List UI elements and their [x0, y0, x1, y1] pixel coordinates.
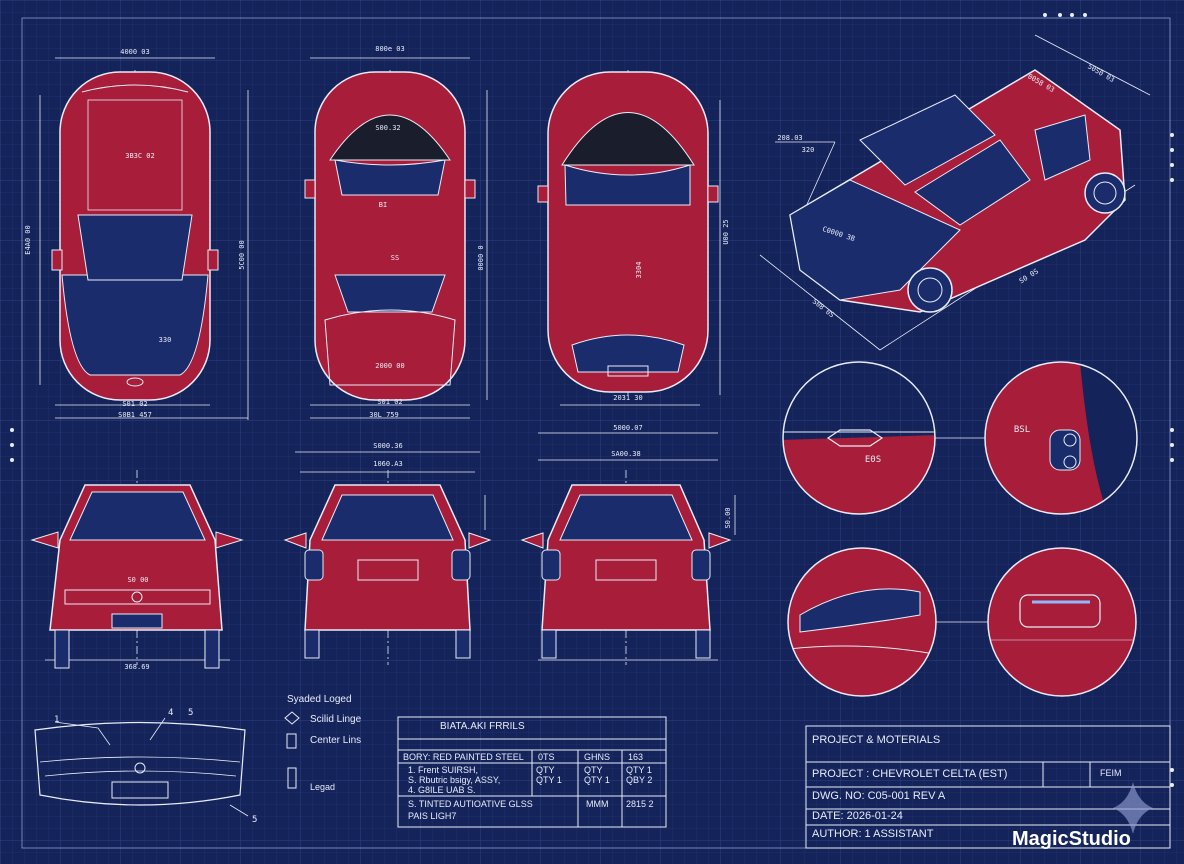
parts-row2-col2: QTY 1: [536, 775, 562, 785]
title-block-author: AUTHOR: 1 ASSISTANT: [812, 828, 934, 840]
legend-item-solid: Scilid Linge: [310, 714, 362, 725]
rear-view-2: [520, 432, 736, 665]
title-block-date: DATE: 2026-01-24: [812, 810, 903, 822]
parts-header-col4: 163: [628, 752, 644, 762]
dim-label: 3B3C 02: [125, 152, 155, 160]
dim-label: 320: [802, 146, 815, 154]
callout-4: 4: [168, 708, 173, 718]
parts-row4-col1: S. TINTED AUTIOATIVE GLSS: [408, 799, 533, 809]
parts-row4-col3: 2815 2: [626, 799, 654, 809]
callout-5b: 5: [252, 815, 257, 825]
dim-label: 3304: [635, 262, 643, 279]
dim-label: 1060.A3: [373, 460, 403, 468]
diamond-icon: [284, 711, 300, 725]
dim-label: 800e 03: [375, 45, 405, 53]
dim-label: S0B1 457: [118, 411, 152, 419]
dim-label: S000.36: [373, 442, 403, 450]
legend-item-center: Center Lins: [310, 735, 362, 746]
dim-label: 208.03: [777, 134, 802, 142]
watermark-logo: MagicStudio: [1012, 828, 1131, 850]
parts-row2-col4: QBY 2: [626, 775, 653, 785]
parts-row4-col2: MMM: [586, 799, 609, 809]
bracket-icon-2: [287, 767, 297, 789]
title-block-dwg: DWG. NO: C05-001 REV A: [812, 790, 946, 802]
detail-headlight: [787, 547, 937, 697]
bumper-detail: [34, 717, 249, 817]
dim-label: 2000 00: [375, 362, 405, 370]
dim-label: SS: [391, 254, 399, 262]
title-block-project: PROJECT : CHEVROLET CELTA (EST): [812, 768, 1008, 780]
parts-row1-col2: QTY: [536, 765, 555, 775]
dim-label: U00 25: [722, 219, 730, 244]
parts-row1-col4: QTY 1: [626, 765, 652, 775]
legend-title: Syaded Loged: [287, 694, 352, 705]
parts-header-col2: 0TS: [538, 752, 555, 762]
parts-header-col1: BORY: RED PAINTED STEEL: [403, 752, 524, 762]
parts-row1-col3: QTY: [584, 765, 603, 775]
front-view: [30, 470, 244, 669]
callout-1: 1: [54, 715, 59, 725]
legend-item-other: Legad: [310, 782, 336, 792]
dim-label: 0000 0: [477, 245, 485, 270]
parts-header-col3: GHNS: [584, 752, 611, 762]
detail-connectors: [935, 437, 988, 623]
legend-symbols: [284, 711, 300, 789]
dim-label: E0S: [865, 455, 881, 465]
sheet-border: [21, 17, 1171, 849]
dim-label: BSL: [1014, 425, 1030, 435]
dim-label: S01 02: [377, 398, 402, 406]
border-ticks: [10, 13, 1174, 787]
callout-5: 5: [188, 708, 193, 718]
dim-label: 330: [159, 336, 172, 344]
dim-label: 2031 30: [613, 394, 643, 402]
sparkle-icon: [1113, 782, 1153, 834]
dim-label: 5C00 00: [238, 240, 246, 270]
parts-table-frame: [397, 716, 667, 828]
dim-label: S0 00: [127, 576, 148, 584]
top-view-1: [39, 57, 249, 420]
dim-label: SA00.38: [611, 450, 641, 458]
dim-label: S01 02: [122, 400, 147, 408]
bracket-icon: [286, 733, 297, 749]
parts-row2-col3: QTY 1: [584, 775, 610, 785]
dim-label: 30L 759: [369, 411, 399, 419]
dim-label: S0.00: [724, 507, 732, 528]
parts-row3-col1: 4. G8ILE UAB S.: [408, 785, 476, 795]
parts-row1-col1: 1. Frent SUIRSH,: [408, 765, 479, 775]
rear-view-1: [283, 451, 492, 665]
dim-label: 368.69: [124, 663, 149, 671]
title-block-frame: [805, 725, 1171, 849]
title-block-header: PROJECT & MOTERIALS: [812, 734, 941, 746]
detail-rear-light: [984, 361, 1138, 515]
parts-table-title: BIATA.AKI FRRILS: [440, 721, 525, 732]
title-block-scale: FEIM: [1100, 768, 1122, 778]
dim-label: BI: [379, 201, 387, 209]
parts-row5-col1: PAIS LIGH7: [408, 811, 457, 821]
isometric-view: [759, 34, 1151, 351]
top-view-2: [304, 57, 488, 419]
dim-label: 4000 03: [120, 48, 150, 56]
dim-label: E4A0 00: [24, 225, 32, 255]
dim-label: S00.32: [375, 124, 400, 132]
detail-handle: [987, 547, 1137, 697]
detail-logo: [782, 361, 936, 515]
top-view-3: [537, 70, 721, 406]
parts-row2-col1: S. Rbutric bsigy, ASSY,: [408, 775, 501, 785]
dim-label: 5000.07: [613, 424, 643, 432]
